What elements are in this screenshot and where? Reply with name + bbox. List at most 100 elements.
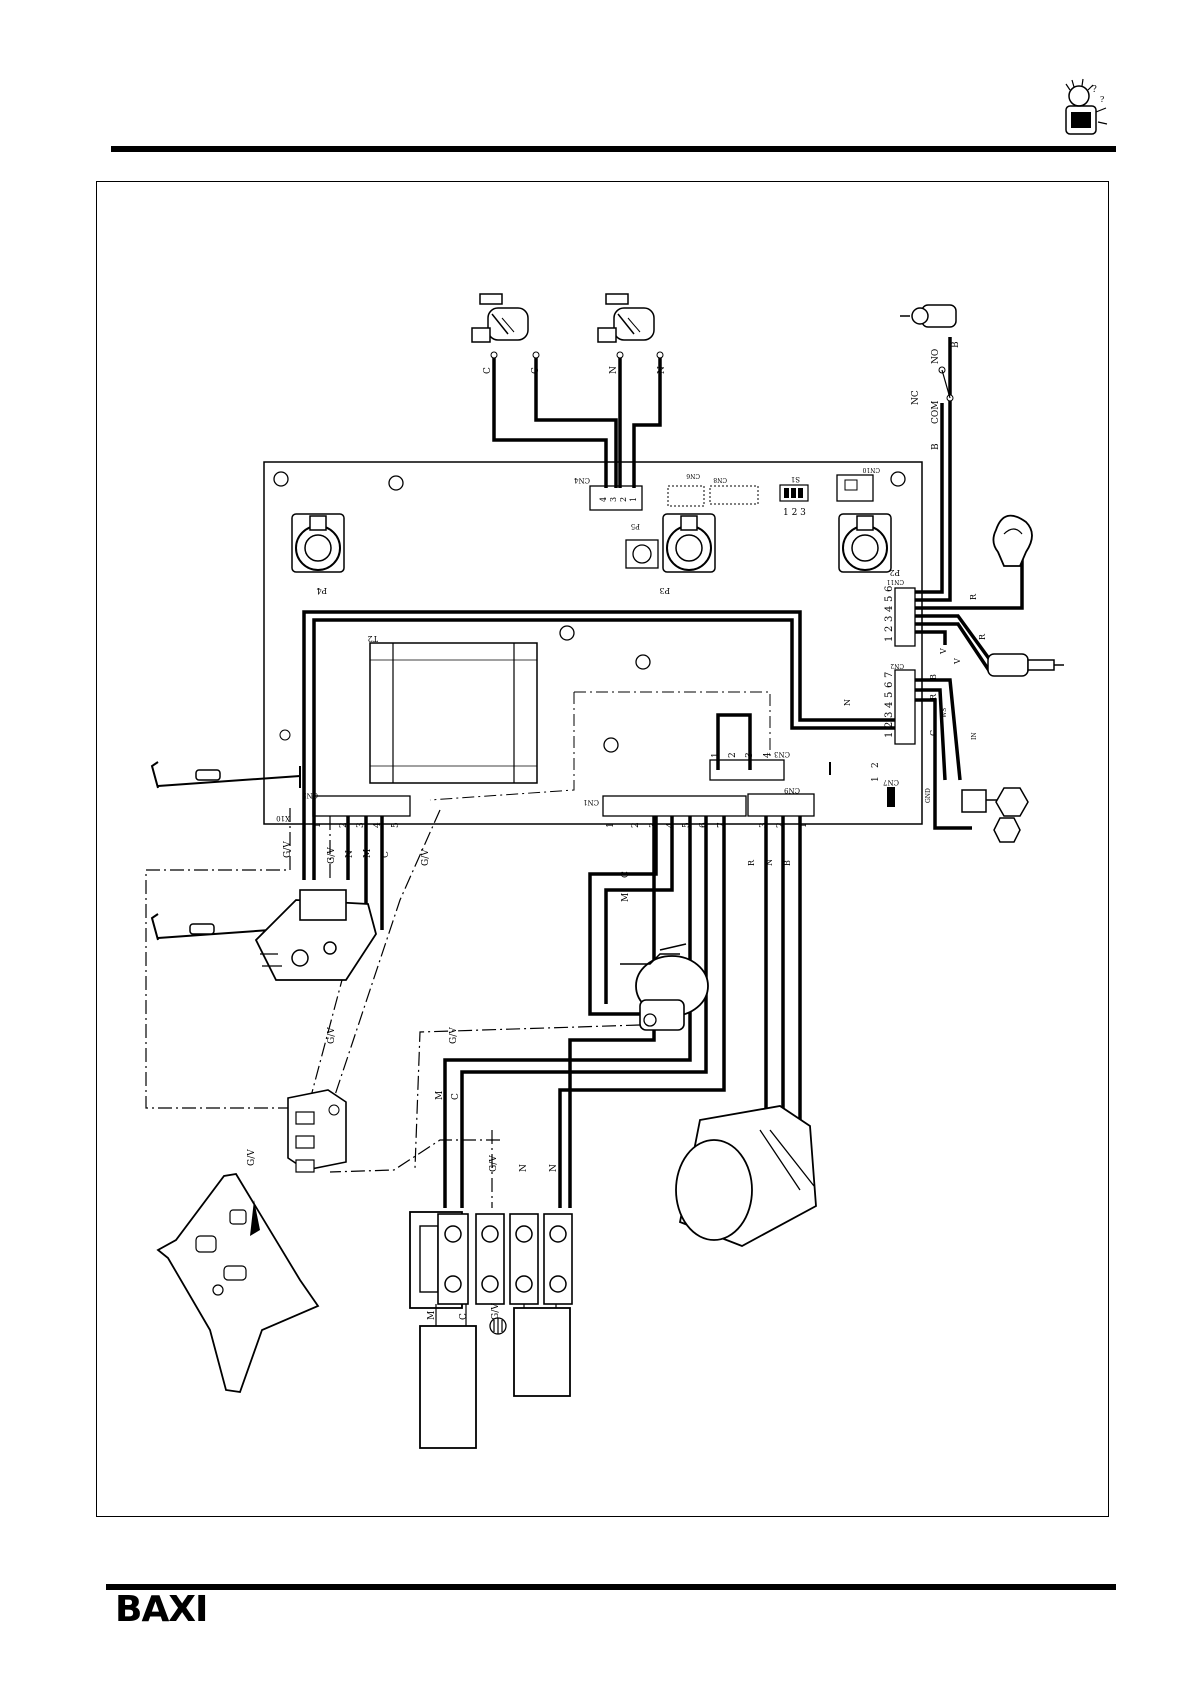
svg-text:G/V: G/V: [421, 849, 431, 866]
svg-text:1: 1: [629, 497, 638, 502]
svg-text:?: ?: [1092, 85, 1097, 95]
earth-terminal-block-icon: [287, 1089, 347, 1173]
svg-text:2: 2: [339, 822, 349, 828]
pot-p3: [662, 513, 716, 573]
connector-cn3: [709, 759, 785, 781]
svg-text:G/V: G/V: [327, 1027, 337, 1044]
svg-text:C: C: [459, 1313, 469, 1320]
svg-text:G/V: G/V: [283, 841, 293, 858]
svg-text:2: 2: [884, 722, 895, 728]
diagram-frame: [96, 181, 1109, 1517]
svg-text:?: ?: [1100, 95, 1104, 104]
svg-text:NC: NC: [911, 390, 921, 405]
svg-text:6: 6: [884, 586, 895, 592]
diverter-wire-labels: R N B: [747, 859, 792, 866]
svg-text:5: 5: [884, 596, 895, 602]
external-device-box-1: [419, 1325, 477, 1449]
pressure-switch-labels: NO NC COM B B: [911, 341, 961, 450]
svg-text:C: C: [451, 1093, 461, 1100]
svg-text:B: B: [951, 341, 961, 348]
footer-rule: [106, 1584, 1116, 1590]
cn9-pin-labels: 3 2 1: [759, 822, 809, 828]
svg-text:M: M: [435, 1091, 445, 1100]
svg-text:C: C: [929, 730, 938, 736]
flow-sensor-icon: [987, 653, 1064, 677]
svg-text:1: 1: [606, 822, 616, 828]
svg-text:IN: IN: [971, 732, 978, 740]
svg-text:C: C: [381, 851, 391, 858]
connector-cn6: [667, 485, 705, 507]
gas-valve-wire-labels: G/V G/V N M C G/V G/V G/V: [283, 841, 459, 1044]
svg-text:5: 5: [391, 822, 401, 828]
label-p3: P3: [660, 586, 670, 595]
svg-text:5: 5: [884, 692, 895, 698]
svg-text:B: B: [931, 443, 941, 450]
technician-mascot-icon: ? ?: [1065, 78, 1108, 135]
svg-text:N: N: [609, 366, 619, 374]
mains-terminal-block-icon: [409, 1211, 573, 1309]
svg-text:C: C: [621, 871, 631, 878]
cn5-pin-labels: 1 2 3 4 5: [313, 822, 401, 828]
svg-text:6: 6: [699, 822, 709, 828]
svg-text:1: 1: [711, 752, 721, 758]
svg-text:N: N: [345, 850, 355, 858]
svg-text:4: 4: [373, 822, 383, 828]
svg-text:1: 1: [799, 822, 809, 828]
external-device-box-2: [513, 1307, 571, 1397]
svg-text:6: 6: [884, 682, 895, 688]
pot-p2: [838, 513, 892, 573]
connector-cn1: [602, 795, 747, 817]
svg-text:4: 4: [763, 752, 773, 758]
svg-text:3: 3: [884, 712, 895, 718]
connector-cn4: [589, 485, 643, 511]
svg-text:WS: WS: [941, 708, 948, 718]
pressure-switch-icon: [900, 304, 957, 328]
ntc-sensor-icon: [992, 514, 1033, 567]
svg-text:3: 3: [356, 822, 366, 828]
label-p5: P5: [631, 522, 640, 530]
cn4-pin-labels: 4 3 2 1: [599, 497, 638, 502]
svg-text:V: V: [939, 648, 948, 655]
cn11-pin-labels: 1 2 3 4 5 6: [884, 586, 895, 642]
svg-text:2: 2: [619, 497, 628, 502]
svg-text:N: N: [549, 1164, 559, 1172]
terminal-wire-labels: M C G/V N N M C G/V: [427, 1091, 559, 1320]
svg-text:C: C: [531, 367, 541, 374]
thermostat-1-icon: [471, 293, 529, 343]
cn2-pin-labels: 1 2 3 4 5 6 7: [884, 672, 895, 738]
earth-symbol-icon: [489, 1317, 507, 1335]
flow-switch-icon: [961, 787, 1029, 843]
cn1-pin-labels: 1 2 3 4 5 6 7: [606, 822, 727, 828]
thermostat-2-icon: [597, 293, 655, 343]
svg-text:5: 5: [682, 822, 692, 828]
svg-text:7: 7: [884, 672, 895, 678]
chassis-plate-icon: [156, 1173, 320, 1393]
svg-text:4: 4: [884, 702, 895, 708]
connector-cn5: [312, 795, 411, 817]
svg-text:C: C: [483, 367, 493, 374]
connector-cn10: [836, 474, 874, 502]
svg-text:CN8: CN8: [713, 476, 727, 483]
svg-text:N: N: [519, 1164, 529, 1172]
svg-text:3: 3: [759, 822, 769, 828]
baxi-logo: BAXI: [115, 1589, 208, 1630]
connector-cn11: [894, 587, 916, 647]
svg-text:B: B: [929, 674, 938, 680]
svg-text:N: N: [657, 366, 667, 374]
label-t2: T2: [368, 634, 378, 643]
svg-text:G/V: G/V: [247, 1149, 257, 1166]
connector-cn8: [709, 485, 759, 505]
svg-text:S1: S1: [791, 475, 800, 483]
svg-text:2: 2: [776, 822, 786, 828]
svg-text:2: 2: [728, 752, 738, 758]
connector-cn7: [887, 787, 895, 807]
svg-text:CN2: CN2: [890, 662, 904, 669]
svg-text:4: 4: [599, 497, 608, 502]
svg-text:M: M: [621, 893, 631, 902]
svg-text:N: N: [765, 859, 774, 866]
s1-pin-labels: 1 2 3: [783, 508, 806, 518]
svg-text:1: 1: [313, 822, 323, 828]
svg-text:CN7: CN7: [883, 778, 899, 786]
svg-text:M: M: [427, 1311, 437, 1320]
svg-text:COM: COM: [931, 401, 941, 424]
